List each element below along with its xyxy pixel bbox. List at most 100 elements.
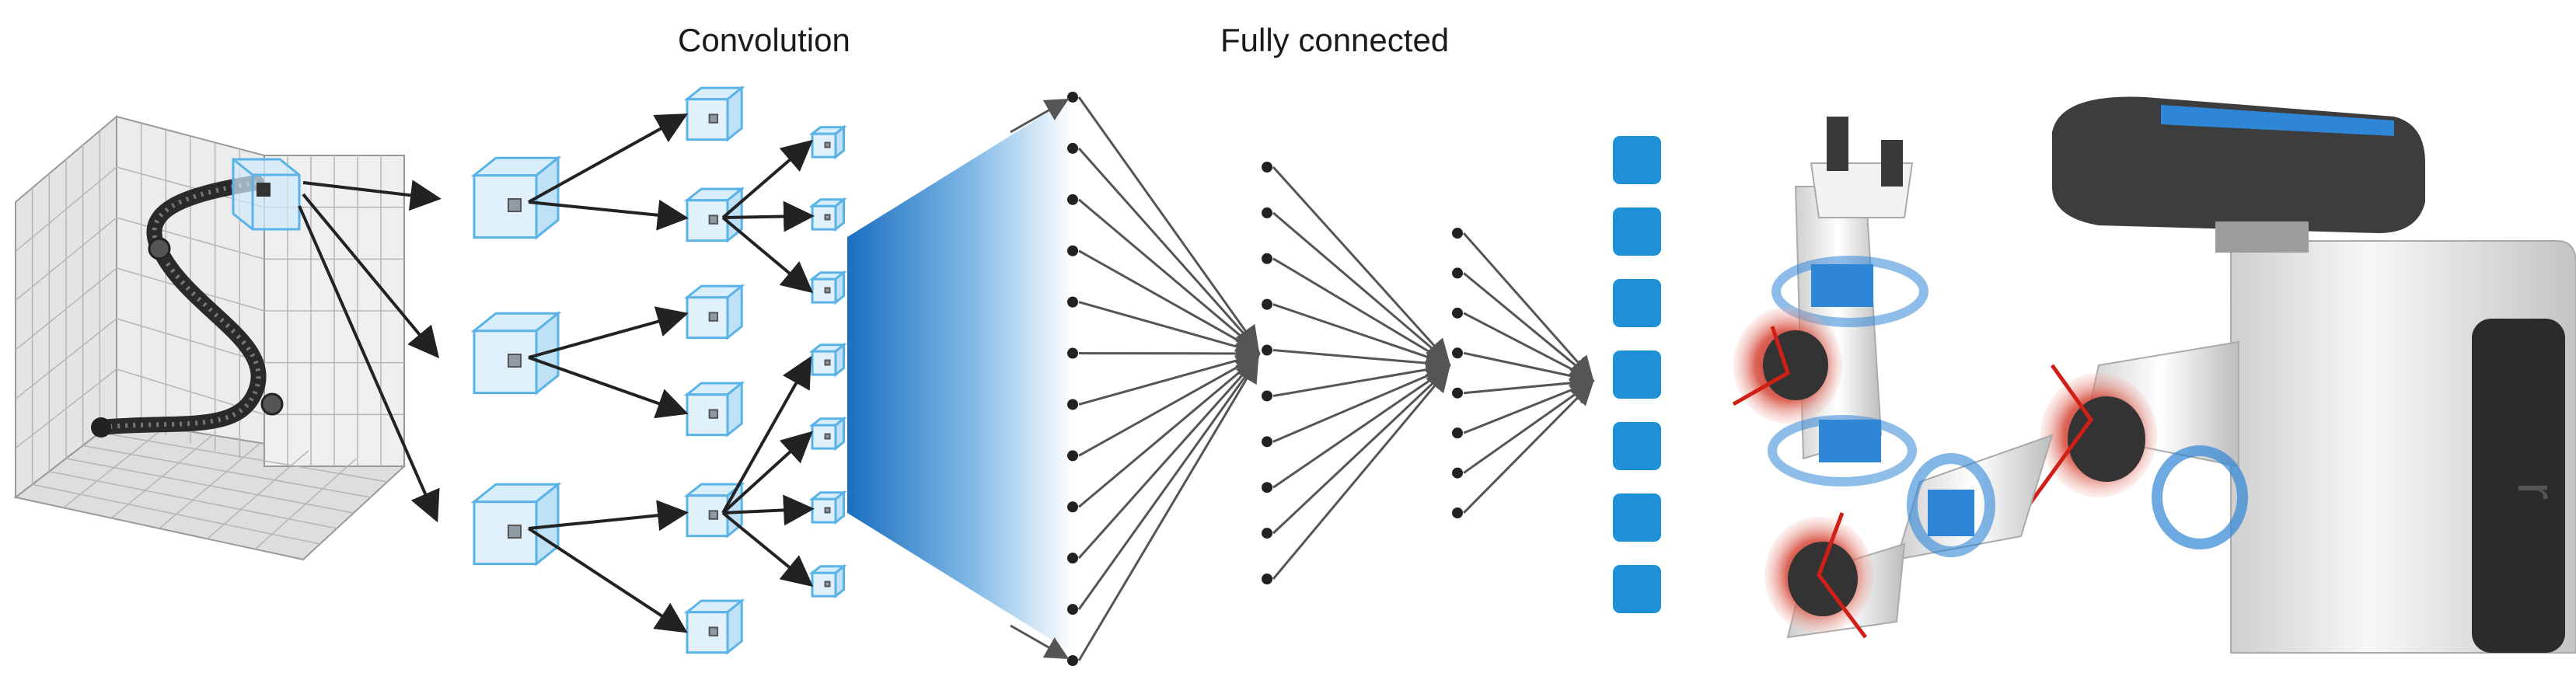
conv1-cube — [470, 482, 562, 567]
fc-neuron — [1452, 307, 1463, 319]
fc-connection — [1462, 381, 1594, 514]
fc-connection — [1272, 257, 1451, 364]
gripper-finger — [1881, 140, 1903, 187]
fc-connection — [1463, 351, 1595, 388]
arrow-to-conv2 — [527, 527, 688, 633]
fc-neuron — [1262, 253, 1272, 264]
arrow-to-conv1 — [298, 205, 440, 523]
robot-panel-mark: r — [2507, 482, 2567, 500]
fully-connected-label: Fully connected — [1220, 22, 1450, 58]
cube-front — [686, 611, 729, 654]
cube-side — [834, 490, 845, 525]
fc-connection — [1078, 249, 1261, 353]
fc-connection — [1078, 198, 1260, 352]
fc-connection — [1078, 355, 1260, 508]
grid-line — [99, 431, 388, 483]
arrow-to-conv1 — [302, 180, 442, 211]
rotation-ring — [2152, 445, 2248, 549]
cube-side — [726, 186, 743, 243]
fc-neuron — [1262, 207, 1272, 218]
conv3-cube — [808, 563, 847, 599]
robot-head-stripe — [2161, 105, 2394, 136]
fc-connection — [1077, 147, 1259, 351]
cube-kernel — [708, 626, 718, 636]
arrow-to-conv2 — [528, 500, 689, 532]
cube-side — [834, 270, 845, 305]
joint-axis — [2026, 364, 2094, 507]
rotation-ring — [1768, 415, 1917, 486]
robot-neck — [2215, 221, 2309, 253]
cube-kernel — [708, 214, 718, 225]
fc-neuron — [1067, 501, 1078, 513]
cube-kernel — [824, 581, 831, 588]
arrow-to-conv3 — [722, 201, 815, 232]
convolution-label: Convolution — [678, 22, 850, 58]
arrow-to-conv2 — [528, 356, 689, 419]
grid-line — [15, 368, 117, 449]
cube-kernel — [824, 433, 831, 440]
arrow-to-conv3 — [721, 216, 814, 294]
cube-kernel — [508, 354, 522, 368]
fc-neuron — [1262, 482, 1272, 493]
fc-neuron — [1067, 347, 1078, 359]
conv3-cube — [808, 490, 847, 525]
output-unit — [1613, 207, 1661, 256]
fc-neuron — [1452, 387, 1463, 399]
output-unit — [1613, 565, 1661, 613]
cube-front — [686, 393, 729, 437]
fc-connection — [1272, 364, 1451, 443]
joint-axis — [1732, 326, 1791, 406]
fc-neuron — [1452, 228, 1463, 239]
arrow-to-conv2 — [528, 306, 689, 359]
fc-neuron — [1067, 296, 1078, 308]
fully-connected-stage — [1010, 92, 1595, 666]
fc-neuron — [1067, 604, 1078, 616]
trajectory-point — [148, 237, 171, 260]
fc-neuron — [1067, 194, 1078, 205]
cube-kernel — [824, 507, 831, 514]
cube-front — [811, 571, 837, 598]
cube-front — [473, 500, 538, 566]
fc-connection — [1077, 96, 1259, 350]
joint-cap — [2068, 396, 2145, 482]
cube-front — [686, 296, 729, 340]
cube-side — [535, 155, 560, 240]
fc-connection — [1463, 378, 1595, 434]
fc-neuron — [1262, 528, 1272, 539]
joint-cap — [1763, 330, 1828, 400]
rotation-ring — [1771, 256, 1929, 327]
conv2-cube — [683, 481, 745, 539]
fc-connection — [1463, 272, 1594, 381]
fc-connection — [1077, 357, 1259, 610]
cube-front — [811, 204, 837, 231]
fc-neuron — [1452, 467, 1463, 479]
conv2-cube — [683, 85, 745, 142]
cube-front — [811, 350, 837, 376]
cube-kernel — [508, 525, 522, 539]
cube-kernel — [508, 198, 522, 212]
robot-illustration: r — [1732, 96, 2576, 654]
fc-connection — [1272, 368, 1450, 580]
fc-neuron — [1067, 655, 1078, 666]
conv2-cube — [683, 598, 745, 655]
cube-kernel — [824, 359, 831, 366]
output-unit — [1613, 279, 1661, 327]
cube-kernel — [824, 141, 831, 148]
fc-neuron — [1067, 142, 1078, 154]
fc-neuron — [1452, 427, 1463, 439]
arrow-to-conv2 — [528, 113, 688, 204]
fc-connection — [1272, 211, 1450, 364]
conv3-cube — [808, 416, 847, 452]
output-unit — [1613, 422, 1661, 470]
cube-front — [811, 424, 837, 450]
arrow-to-conv3 — [721, 511, 814, 588]
arrow-to-conv3 — [721, 431, 813, 514]
trajectory-start — [91, 417, 111, 438]
fc-neuron — [1067, 553, 1078, 564]
cube-side — [834, 124, 845, 160]
fc-neuron — [1067, 399, 1078, 410]
gripper-finger — [1827, 117, 1848, 171]
cube-front — [686, 98, 729, 141]
